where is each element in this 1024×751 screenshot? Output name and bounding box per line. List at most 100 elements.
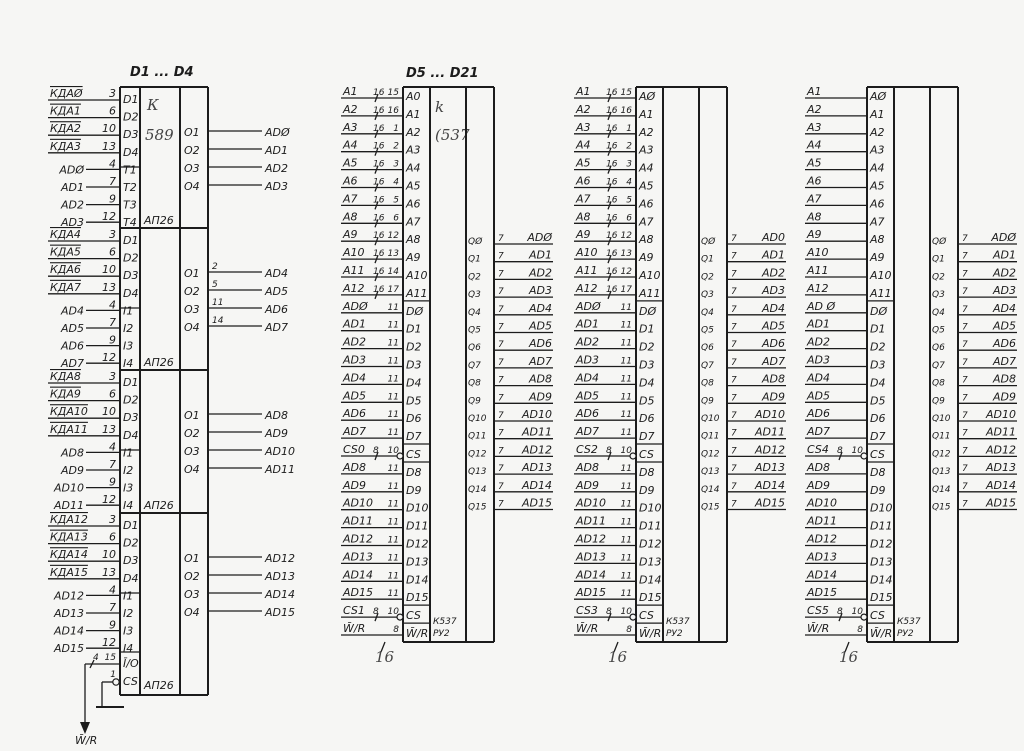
bus-tick	[607, 111, 612, 121]
pin-number: 7	[962, 323, 968, 333]
pin-name: D1	[870, 323, 885, 336]
pin-name: D11	[639, 520, 661, 533]
pin-number: 7	[731, 446, 737, 456]
output-signal-label: AD1	[528, 249, 552, 262]
output-signal-label: AD13	[521, 461, 552, 474]
input-signal-label: AD7	[806, 425, 830, 438]
pin-number: 11	[388, 410, 399, 420]
output-pin-name: Q1	[468, 255, 481, 265]
pin-number: 7	[498, 464, 504, 474]
output-signal-label: AD8	[528, 373, 552, 386]
input-signal-label: A10	[342, 246, 365, 259]
pin-name: D6	[639, 412, 654, 425]
bus-width: 8	[606, 446, 612, 456]
pin-number: 11	[621, 518, 632, 528]
pin-number: 7	[731, 287, 737, 297]
pin-name: I4	[123, 642, 133, 655]
bus-tick	[374, 93, 379, 103]
input-signal-label: A2	[342, 103, 358, 116]
pin-name: Ī/O	[123, 657, 139, 670]
inversion-bubble-icon	[396, 452, 404, 460]
pin-number: 12	[102, 210, 116, 223]
pin-number: 4	[109, 440, 116, 453]
pin-name: A11	[869, 287, 892, 300]
pin-name: I3	[123, 340, 133, 353]
pin-name: D12	[639, 538, 661, 551]
pin-number: 10	[102, 405, 116, 418]
input-signal-label: ADØ	[575, 300, 601, 313]
pin-name: D2	[123, 252, 138, 265]
pin-name: A8	[869, 233, 885, 246]
input-signal-label: A9	[575, 228, 591, 241]
output-signal-label: AD6	[264, 303, 288, 316]
output-signal-label: AD9	[528, 390, 552, 403]
pin-number: 2	[393, 142, 399, 152]
output-pin-name: Q10	[932, 414, 951, 424]
output-pin-name: Q12	[701, 449, 720, 459]
pin-number: 7	[731, 393, 737, 403]
input-signal-label: AD3	[575, 354, 599, 367]
pin-number: 2	[212, 262, 218, 272]
pin-name: A4	[405, 162, 421, 175]
input-signal-label: W̄/R	[343, 622, 365, 635]
pin-number: 7	[731, 323, 737, 333]
input-signal-label: AD4	[575, 371, 599, 384]
pin-name: DØ	[406, 305, 423, 318]
output-signal-label: AD8	[761, 373, 785, 386]
input-signal-label: A1	[342, 85, 358, 98]
pin-name: A7	[638, 215, 654, 228]
output-pin-name: Q10	[468, 414, 487, 424]
output-pin-name: Q13	[468, 467, 487, 477]
input-signal-label: AD15	[53, 642, 84, 655]
pin-name: D15	[639, 591, 661, 604]
pin-name: I4	[123, 357, 133, 370]
output-signal-label: AD14	[754, 479, 785, 492]
bus-width: 16	[606, 88, 618, 98]
pin-name: D6	[870, 412, 885, 425]
output-signal-label: AD3	[992, 284, 1016, 297]
output-pin-name: Q13	[701, 467, 720, 477]
output-signal-label: AD2	[528, 266, 552, 279]
input-signal-label: AD11	[53, 499, 84, 512]
pin-name: D12	[870, 538, 892, 551]
pin-name: CS	[639, 609, 654, 622]
bus-tick	[607, 129, 612, 139]
pin-number: 11	[621, 410, 632, 420]
pin-number: 7	[962, 482, 968, 492]
input-signal-label: A7	[342, 192, 358, 205]
input-signal-label: AD2	[60, 199, 84, 212]
input-signal-label: A10	[806, 246, 829, 259]
input-signal-label: A2	[806, 103, 822, 116]
pin-number: 11	[621, 374, 632, 384]
pin-name: D2	[639, 341, 654, 354]
pin-name: D5	[406, 394, 421, 407]
output-signal-label: AD2	[992, 266, 1016, 279]
pin-name: A5	[638, 180, 654, 193]
pin-number: 11	[621, 392, 632, 402]
pin-number: 3	[109, 370, 116, 383]
input-signal-label: CS2	[576, 443, 598, 456]
pin-number: 10	[102, 122, 116, 135]
input-signal-label: AD4	[60, 304, 84, 317]
pin-name: I1	[123, 446, 133, 459]
bus-width: 8	[837, 607, 843, 617]
pin-number: 4	[109, 298, 116, 311]
pin-name: T2	[123, 181, 137, 194]
input-signal-label: AD12	[53, 589, 84, 602]
pin-name: D11	[870, 520, 892, 533]
input-signal-label: A10	[575, 246, 598, 259]
input-signal-label: AD8	[60, 446, 84, 459]
output-signal-label: ADØ	[264, 126, 290, 139]
pin-number: 7	[962, 376, 968, 386]
output-signal-label: AD6	[761, 337, 785, 350]
output-pin-name: Q9	[701, 396, 714, 406]
bus-tick	[380, 641, 386, 653]
pin-number: 12	[621, 231, 633, 241]
bus-width: 16	[606, 213, 618, 223]
pin-number: 7	[498, 305, 504, 315]
bus-tick	[374, 129, 379, 139]
input-signal-label: AD7	[575, 425, 599, 438]
output-pin-name: Q15	[701, 503, 720, 513]
pin-number: 11	[621, 428, 632, 438]
pin-number: 7	[109, 601, 116, 614]
